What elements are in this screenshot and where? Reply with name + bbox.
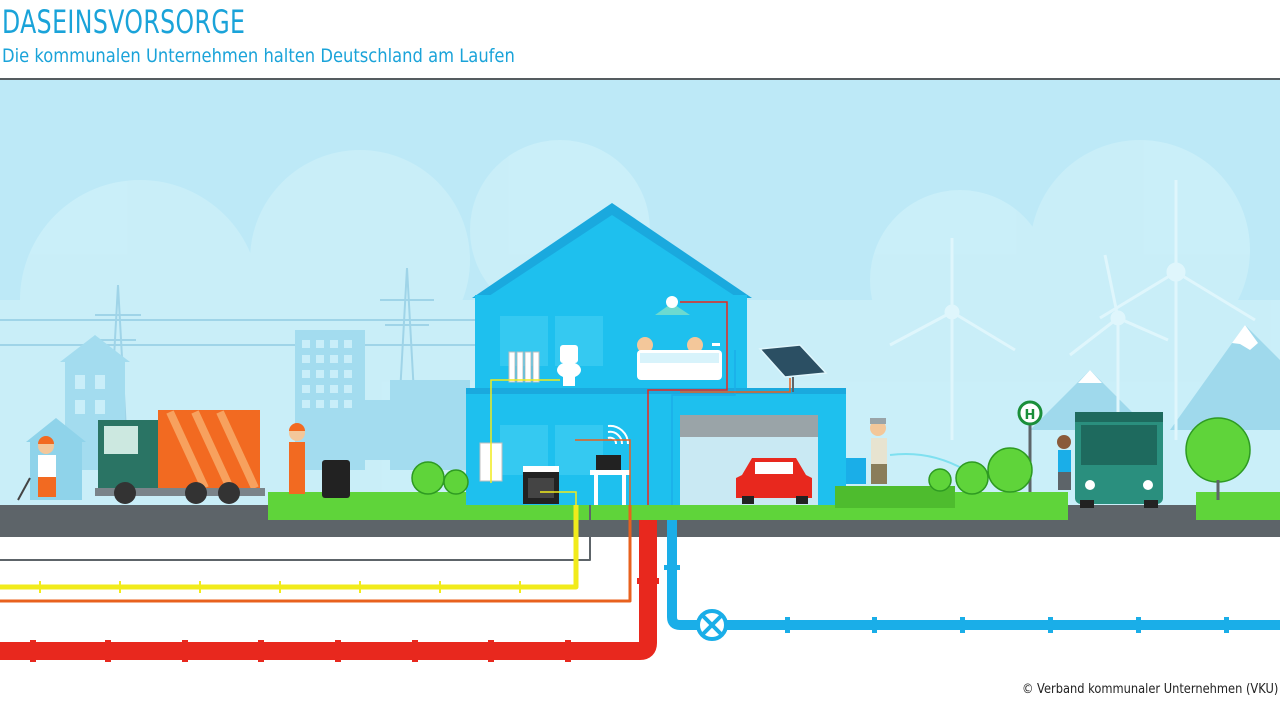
oven-icon [523,466,559,504]
pipe-joints-heating [30,578,659,662]
infrastructure-scene: H [0,80,1280,697]
bathtub [637,296,722,380]
page-title: DASEINSVORSORGE [2,3,246,41]
header-divider [0,78,1280,80]
building-windows [75,340,352,414]
telecom-line [0,505,591,561]
wifi-icon [607,424,630,445]
garden-bed [835,486,955,508]
worker-middle [289,423,350,498]
header: DASEINSVORSORGE Die kommunalen Unternehm… [0,0,1280,78]
water-pipe [667,520,1280,630]
trees [411,417,1251,495]
toilet-icon [557,345,581,386]
bus-stop-label: H [1025,408,1036,423]
copyright-credit: © Verband kommunaler Unternehmen (VKU) [1021,682,1278,697]
desk [590,455,630,505]
road-left [0,505,268,537]
pipe-joints-gas [39,581,521,593]
bus-icon [1075,412,1163,508]
garbage-truck-icon [95,410,265,504]
bus-stop-sign [1017,400,1043,426]
utility-lines [0,505,1280,660]
pipe-joints-water [664,565,1229,633]
worker-left [17,436,56,501]
power-line [0,505,632,603]
car-icon [736,458,812,504]
heating-pipe [0,520,657,660]
gardener [846,418,966,484]
house-windows [500,316,603,475]
road-middle [268,520,1280,537]
page-subtitle: Die kommunalen Unternehmen halten Deutsc… [2,45,515,67]
grass-right [1196,492,1280,520]
house-connections [490,301,791,505]
solar-panel-icon [758,344,828,392]
child [1057,435,1071,490]
gas-pipe [0,505,579,590]
road-right [1068,505,1196,537]
radiator-icon [508,351,540,383]
valve-icon [696,609,728,641]
shower-icon [712,343,720,346]
